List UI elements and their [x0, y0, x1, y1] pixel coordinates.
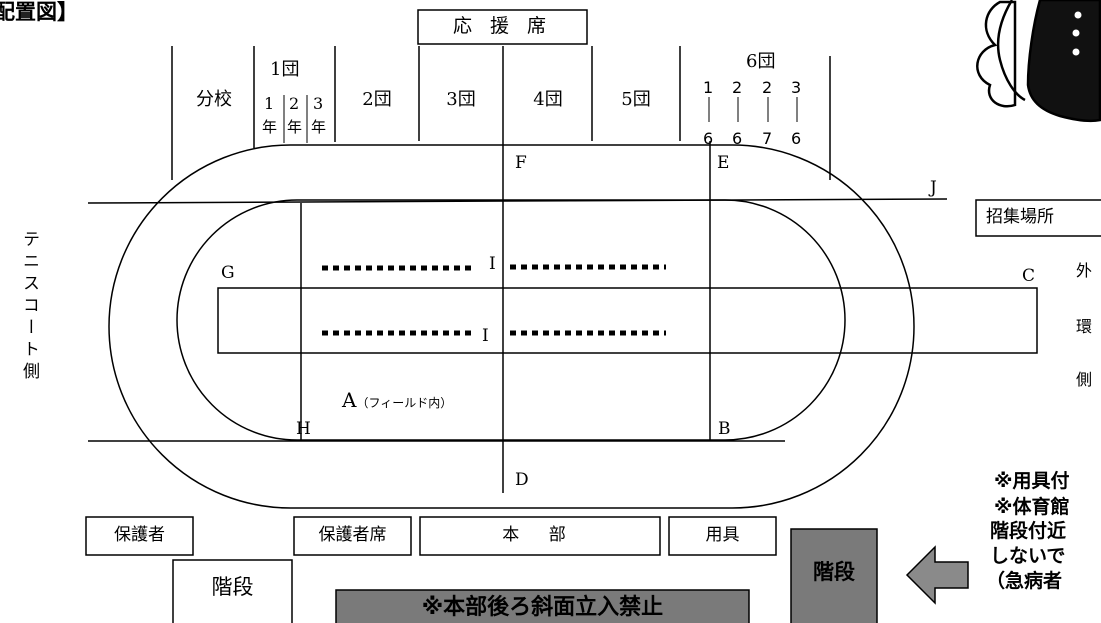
outer-ring-side-2: 環: [1076, 317, 1093, 336]
group1-year-1: 1: [264, 94, 275, 113]
track-outer: [108, 144, 915, 509]
point-i-top: I: [489, 254, 496, 274]
stairs-left-label: 階段: [211, 575, 254, 599]
group6-col-2: 2: [732, 78, 743, 97]
equipment-label: 用具: [705, 525, 740, 545]
group1-label: 1団: [270, 59, 300, 80]
note-line-3: 階段付近: [990, 520, 1067, 542]
group1-year-3: 3: [313, 94, 324, 113]
headquarters-box: [419, 516, 661, 556]
note-line-1: ※用具付: [994, 470, 1070, 492]
point-e: E: [717, 153, 730, 173]
group2-label: 2団: [362, 89, 392, 110]
left-arrow-icon: [905, 545, 969, 605]
outer-ring-side-3: 側: [1076, 370, 1093, 389]
point-h: H: [296, 419, 311, 439]
track-inner: [176, 199, 846, 441]
group3-label: 3団: [446, 89, 476, 110]
point-b: B: [718, 419, 731, 439]
no-entry-label: ※本部後ろ斜面立入禁止: [421, 595, 664, 620]
stairs-left-box: [172, 559, 293, 623]
stairs-right-label: 階段: [813, 560, 855, 584]
point-d: D: [515, 470, 529, 490]
group1-year-suffix-3: 年: [311, 118, 327, 136]
group6-col-4: 3: [791, 78, 802, 97]
group6-end-1: 6: [703, 129, 714, 148]
point-a-letter: A: [342, 388, 357, 412]
outer-ring-side-1: 外: [1076, 261, 1093, 280]
point-a-note: （フィールド内）: [356, 396, 453, 410]
group6-end-3: 7: [762, 129, 773, 148]
equipment-box: [668, 516, 777, 556]
note-line-5: （急病者: [986, 570, 1063, 592]
center-lane-box: [217, 287, 1038, 354]
group6-label: 6団: [746, 51, 776, 72]
note-line-2: ※体育館: [994, 496, 1070, 518]
headquarters-label: 本 部: [502, 525, 578, 545]
group6-pipes: [708, 97, 798, 122]
group1-year-suffix-1: 年: [262, 118, 278, 136]
point-c: C: [1022, 266, 1036, 286]
group6-end-2: 6: [732, 129, 743, 148]
guardians-label: 保護者: [114, 525, 165, 545]
cheer-seats-box: [417, 9, 588, 45]
page-title: 配置図】: [0, 0, 78, 24]
group6-end-4: 6: [791, 129, 802, 148]
group1-year-suffix-2: 年: [287, 118, 303, 136]
guardian-seats-box: [293, 516, 412, 556]
mascot-illustration: [976, 0, 1101, 123]
point-g: G: [221, 263, 235, 283]
assembly-area-label: 招集場所: [986, 207, 1054, 227]
guardians-box: [85, 516, 194, 556]
group4-label: 4団: [533, 89, 563, 110]
point-j: J: [930, 178, 937, 198]
group6-col-3: 2: [762, 78, 773, 97]
group6-col-1: 1: [703, 78, 714, 97]
guardian-seats-label: 保護者席: [318, 525, 387, 545]
tennis-court-side-label: テニスコート側: [19, 230, 39, 384]
assembly-area-box: [975, 199, 1101, 237]
line-j: [87, 198, 948, 204]
group5-label: 5団: [621, 89, 651, 110]
no-entry-box: [335, 589, 750, 623]
note-line-4: しないで: [990, 545, 1066, 567]
point-i-bottom: I: [482, 326, 489, 346]
point-f: F: [515, 153, 527, 173]
point-a: A（フィールド内）: [342, 390, 452, 410]
cheer-seats-label: 応 援 席: [452, 15, 553, 37]
branch-school-label: 分校: [196, 89, 232, 110]
group1-year-2: 2: [289, 94, 300, 113]
stairs-right-box: [790, 528, 878, 623]
dotted-lines: [322, 264, 666, 336]
